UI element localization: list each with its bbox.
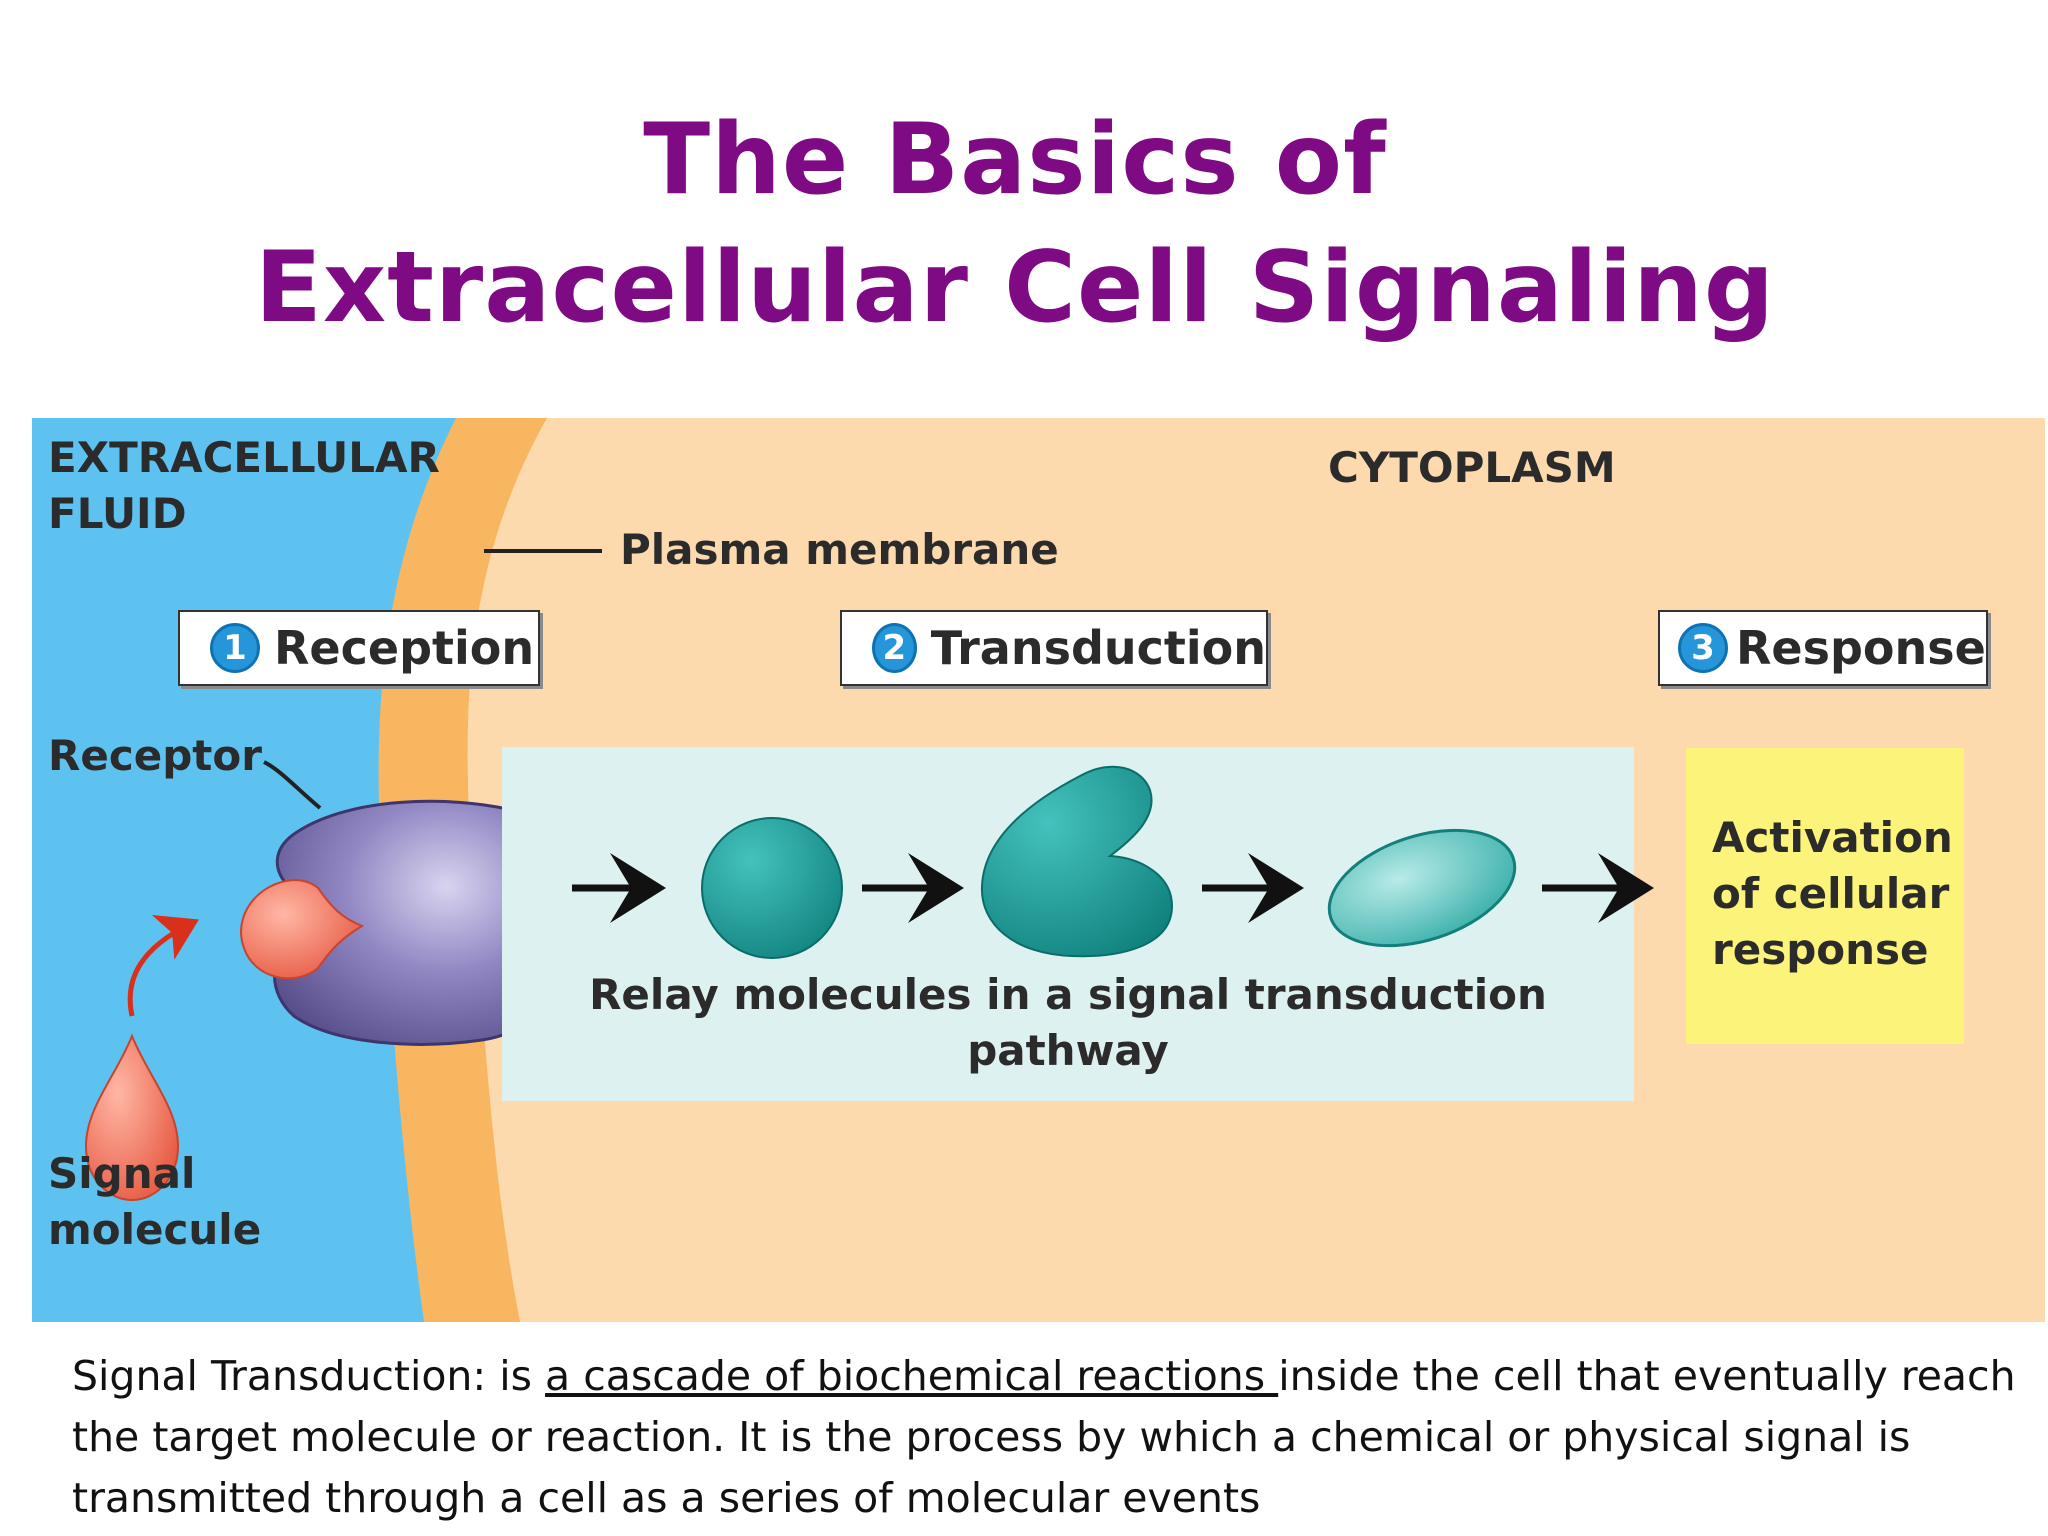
step-2-label: Transduction — [930, 621, 1266, 675]
extracellular-label-line-1: EXTRACELLULAR — [48, 433, 440, 482]
response-box — [1686, 748, 1964, 1044]
receptor-label: Receptor — [48, 731, 262, 780]
extracellular-fluid-label: EXTRACELLULAR FLUID — [48, 430, 440, 542]
caption-prefix: Signal Transduction: is — [72, 1352, 546, 1400]
relay-molecules-label: Relay molecules in a signal transduction… — [589, 970, 1547, 1075]
cellular-response-label: Activation of cellular response — [1712, 810, 1953, 978]
step-transduction: 2 Transduction — [840, 610, 1268, 686]
response-label-line-1: Activation — [1712, 813, 1953, 862]
step-response: 3 Response — [1658, 610, 1988, 686]
step-3-label: Response — [1736, 621, 1986, 675]
caption-text: Signal Transduction: is a cascade of bio… — [72, 1346, 2032, 1529]
response-label-line-2: of cellular — [1712, 869, 1950, 918]
step-1-label: Reception — [274, 621, 535, 675]
title-line-2: Extracellular Cell Signaling — [254, 231, 1776, 345]
step-3-number: 3 — [1678, 623, 1728, 673]
signal-label-line-2: molecule — [48, 1205, 262, 1254]
signal-label-line-1: Signal — [48, 1149, 196, 1198]
extracellular-label-line-2: FLUID — [48, 489, 187, 538]
plasma-membrane-label: Plasma membrane — [620, 525, 1059, 574]
signaling-diagram: EXTRACELLULAR FLUID CYTOPLASM Plasma mem… — [32, 418, 2045, 1322]
caption-rest: inside the cell that eventually reach th… — [72, 1352, 2016, 1522]
signal-molecule — [84, 1033, 180, 1202]
receptor-pointer-line — [263, 760, 322, 810]
caption-underlined-phrase: a cascade of biochemical reactions — [545, 1352, 1279, 1400]
page-title: The Basics of Extracellular Cell Signali… — [0, 96, 2030, 352]
cytoplasm-label: CYTOPLASM — [1328, 443, 1616, 492]
step-reception: 1 Reception — [178, 610, 540, 686]
response-label-line-3: response — [1712, 925, 1929, 974]
signal-molecule-label: Signal molecule — [48, 1146, 261, 1258]
title-line-1: The Basics of — [643, 103, 1387, 217]
signal-binding-arrow — [127, 915, 199, 1017]
step-2-number: 2 — [872, 623, 917, 673]
bound-signal-molecule — [240, 878, 365, 980]
step-1-number: 1 — [210, 623, 260, 673]
